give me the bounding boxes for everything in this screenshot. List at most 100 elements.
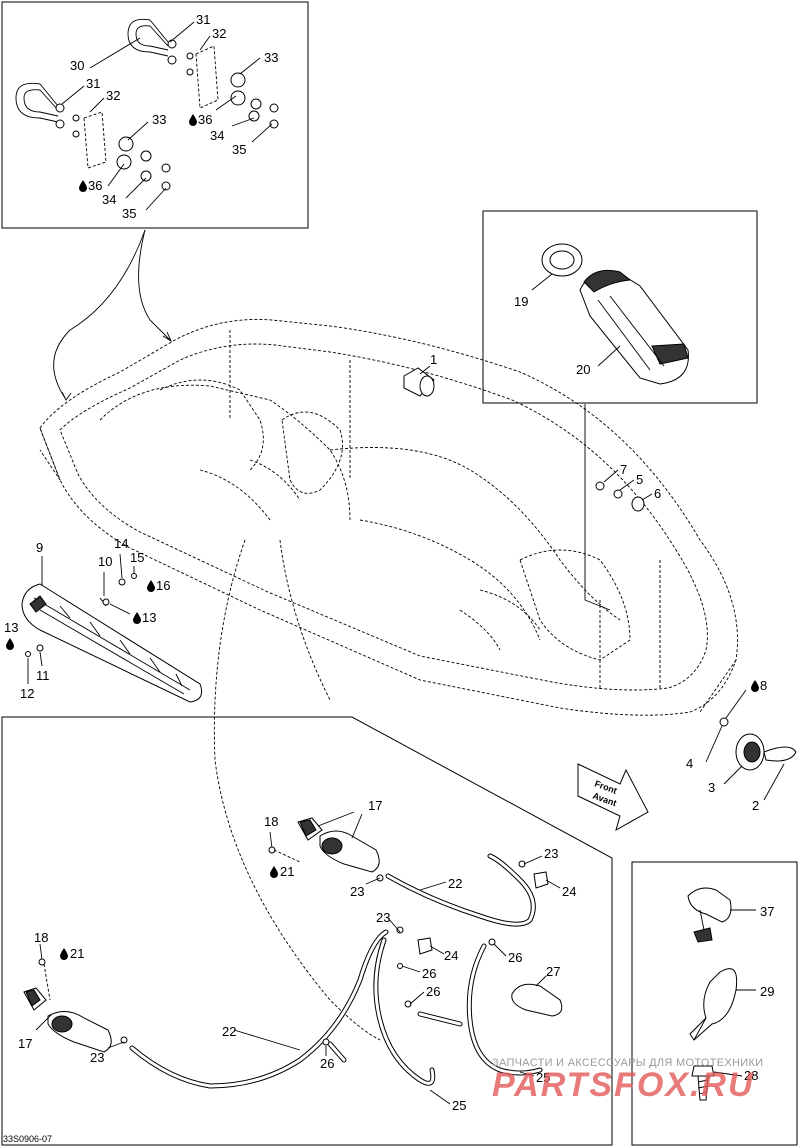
callout-2: 2 (752, 798, 759, 813)
callout-5: 5 (636, 472, 643, 487)
arrowhead-a (61, 391, 72, 401)
inset-box-hoses (1, 716, 613, 1146)
callout-34-upper: 34 (210, 128, 224, 143)
callout-14: 14 (114, 536, 128, 551)
callout-22-lower: 22 (222, 1024, 236, 1039)
leader-4 (705, 725, 723, 763)
hose-22-upper (385, 853, 536, 927)
drop-icon (60, 948, 68, 960)
leader-27 (535, 975, 547, 987)
leader-1 (419, 365, 431, 375)
drop-icon (6, 638, 14, 650)
callout-19: 19 (514, 294, 528, 309)
callout-22-upper: 22 (448, 876, 462, 891)
watermark-brand: PARTSFOX.RU (492, 1066, 755, 1104)
callout-16: 16 (156, 578, 170, 593)
callout-36-lower: 36 (88, 178, 102, 193)
leader-2 (763, 763, 785, 801)
leader-18b (39, 943, 43, 961)
fasteners-5-6-7 (595, 481, 645, 512)
drop-icon (79, 180, 87, 192)
callout-26-c: 26 (426, 984, 440, 999)
callout-15: 15 (130, 550, 144, 565)
leader-28 (713, 1071, 743, 1077)
leader-18a (269, 831, 273, 849)
leader-17a (317, 811, 363, 839)
callout-3: 3 (708, 780, 715, 795)
callout-13-left: 13 (4, 620, 18, 635)
callout-24-b: 24 (444, 948, 458, 963)
drop-icons (6, 114, 759, 960)
callout-26-d: 26 (320, 1056, 334, 1071)
callout-17-lower: 17 (18, 1036, 32, 1051)
drop-icon (270, 866, 278, 878)
pump-17-lower (23, 987, 112, 1053)
callout-31-upper: 31 (196, 12, 210, 27)
handle-upper (127, 18, 169, 57)
leader-14 (119, 553, 123, 579)
callout-23-c: 23 (376, 910, 390, 925)
washers-lower (55, 103, 171, 191)
callout-18-upper: 18 (264, 814, 278, 829)
leader-11 (39, 651, 43, 667)
clip-37 (687, 887, 732, 943)
pointer-curve-b (138, 229, 171, 341)
callout-35-upper: 35 (232, 142, 246, 157)
leader-6 (641, 493, 653, 501)
seal-27 (511, 983, 563, 1017)
hose-leaders (107, 855, 561, 1105)
callout-29: 29 (760, 984, 774, 999)
callout-28: 28 (744, 1068, 758, 1083)
inset-box-storage (482, 210, 758, 404)
callout-labels: 31 32 33 30 31 32 36 33 34 35 36 34 35 1… (4, 12, 774, 1113)
callout-25-b: 25 (452, 1098, 466, 1113)
callout-9: 9 (36, 540, 43, 555)
callout-23-b: 23 (350, 884, 364, 899)
sleeve-1 (403, 367, 435, 397)
fittings (120, 860, 549, 1046)
leader-5 (619, 479, 635, 491)
watermark-tagline: ЗАПЧАСТИ И АКСЕССУАРЫ ДЛЯ МОТОТЕХНИКИ (492, 1057, 764, 1069)
callout-32-lower: 32 (106, 88, 120, 103)
screw-28 (691, 1065, 715, 1101)
screw-18b (38, 958, 46, 966)
callout-12: 12 (20, 686, 34, 701)
dashed-18a (273, 849, 301, 863)
pointer-hoses-2 (279, 539, 331, 701)
hose-22-lower (129, 929, 389, 1089)
hull-outline (39, 319, 738, 716)
washers-upper (167, 39, 279, 129)
storage-cover-19 (541, 243, 583, 277)
leader-20 (597, 345, 621, 367)
drain-plug (719, 717, 797, 771)
drop-icon (751, 680, 759, 692)
leader-17b (35, 1013, 53, 1031)
callout-25-a: 25 (536, 1070, 550, 1085)
leader-13a (109, 603, 131, 615)
callout-4: 4 (686, 756, 693, 771)
callout-18-lower: 18 (34, 930, 48, 945)
callout-17-upper: 17 (368, 798, 382, 813)
callout-23-d: 23 (90, 1050, 104, 1065)
callout-21-upper: 21 (280, 864, 294, 879)
diagram-code: 33S0906-07 (3, 1134, 53, 1144)
cable-tie-29 (689, 968, 738, 1041)
handle-leaders (61, 21, 273, 211)
callout-13-right: 13 (142, 610, 156, 625)
callout-24-a: 24 (562, 884, 576, 899)
callout-1: 1 (430, 352, 437, 367)
callout-10: 10 (98, 554, 112, 569)
callout-35-lower: 35 (122, 206, 136, 221)
pointer-curve-a (53, 229, 146, 399)
inset-box-fasteners (631, 861, 798, 1146)
dashed-18b (43, 963, 51, 1001)
callout-31-lower: 31 (86, 76, 100, 91)
callout-21-lower: 21 (70, 946, 84, 961)
callout-33-lower: 33 (152, 112, 166, 127)
callout-26-b: 26 (422, 966, 436, 981)
leader-19 (531, 273, 553, 291)
arrowhead-b (162, 331, 173, 343)
callout-34-lower: 34 (102, 192, 116, 207)
callout-32-upper: 32 (212, 26, 226, 41)
pump-17-upper (297, 817, 380, 873)
